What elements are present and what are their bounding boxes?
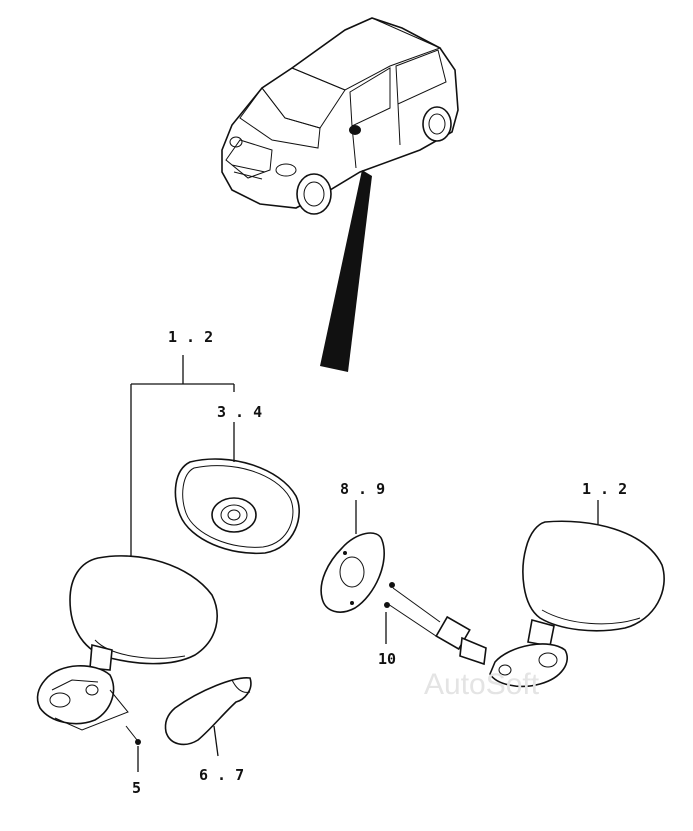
right-mirror-assembly: [320, 520, 665, 688]
leader-lines: [130, 355, 599, 772]
callout-1-2-left: 1 . 2: [168, 328, 213, 346]
watermark: AutoSoft: [424, 668, 540, 701]
mirror-glass: [174, 458, 300, 555]
callout-6-7: 6 . 7: [199, 766, 244, 784]
callout-1-2-right: 1 . 2: [582, 480, 627, 498]
callout-3-4: 3 . 4: [217, 403, 262, 421]
callout-10: 10: [378, 650, 396, 668]
callout-8-9: 8 . 9: [340, 480, 385, 498]
mirror-cover: [164, 677, 252, 746]
car-illustration: [221, 17, 459, 372]
callout-5: 5: [132, 779, 141, 797]
left-mirror-assembly: [36, 555, 218, 745]
